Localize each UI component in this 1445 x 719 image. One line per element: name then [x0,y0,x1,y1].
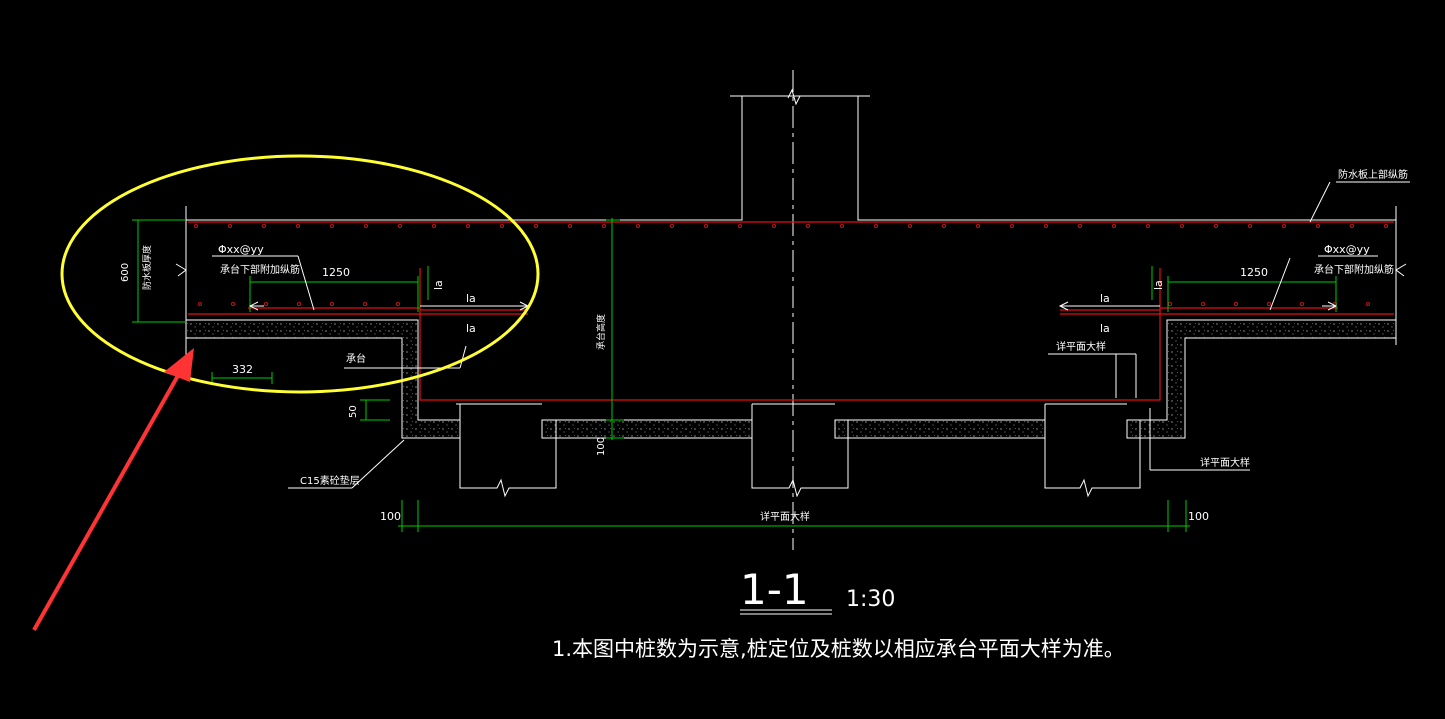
dimension-lines [132,218,1337,532]
label-rebar-spec-left: Φxx@yy [218,243,264,256]
structure-outline [175,70,1407,550]
dim-la-6: la [1100,322,1110,335]
dim-100-left: 100 [380,510,401,523]
label-plan-detail-2: 详平面大样 [1200,456,1250,469]
label-top-rebar: 防水板上部纵筋 [1338,168,1408,181]
label-cap-height: 承台高度 [595,314,607,350]
section-title: 1-1 [740,565,809,614]
dim-332: 332 [232,363,253,376]
label-cushion: C15素砼垫层 [300,474,360,487]
dim-la-2: la [466,292,476,305]
rebar [188,221,1394,401]
section-scale: 1:30 [846,587,895,612]
arrow-icon [164,348,194,382]
dim-1250-left: 1250 [322,266,350,279]
label-cap: 承台 [346,352,366,365]
annotation-overlay [32,154,540,631]
labels: 防水板上部纵筋 Φxx@yy Φxx@yy 承台下部附加纵筋 承台下部附加纵筋 … [120,168,1408,523]
label-bottom-add-rebar-left: 承台下部附加纵筋 [220,263,300,276]
leader-lines [212,181,1410,489]
label-plan-detail-3: 详平面大样 [760,510,810,523]
highlight-ellipse [60,154,540,394]
dim-100-mid: 100 [596,437,607,456]
label-plan-detail-1: 详平面大样 [1056,340,1106,353]
dim-la-4: la [1152,280,1165,290]
label-rebar-spec-right: Φxx@yy [1324,243,1370,256]
dim-la-3: la [466,322,476,335]
dim-50: 50 [348,405,359,418]
dim-600: 600 [120,263,131,282]
arrow-shaft [32,371,182,631]
label-bottom-add-rebar-right: 承台下部附加纵筋 [1314,263,1394,276]
dim-la-1: la [432,280,445,290]
dim-1250-right: 1250 [1240,266,1268,279]
title-block: 1-1 1:30 1.本图中桩数为示意,桩定位及桩数以相应承台平面大样为准。 [552,565,1125,661]
section-note: 1.本图中桩数为示意,桩定位及桩数以相应承台平面大样为准。 [552,637,1125,661]
la-arrows [248,301,1338,311]
dim-100-right: 100 [1188,510,1209,523]
dim-la-5: la [1100,292,1110,305]
label-slab-thickness: 防水板厚度 [141,245,153,290]
